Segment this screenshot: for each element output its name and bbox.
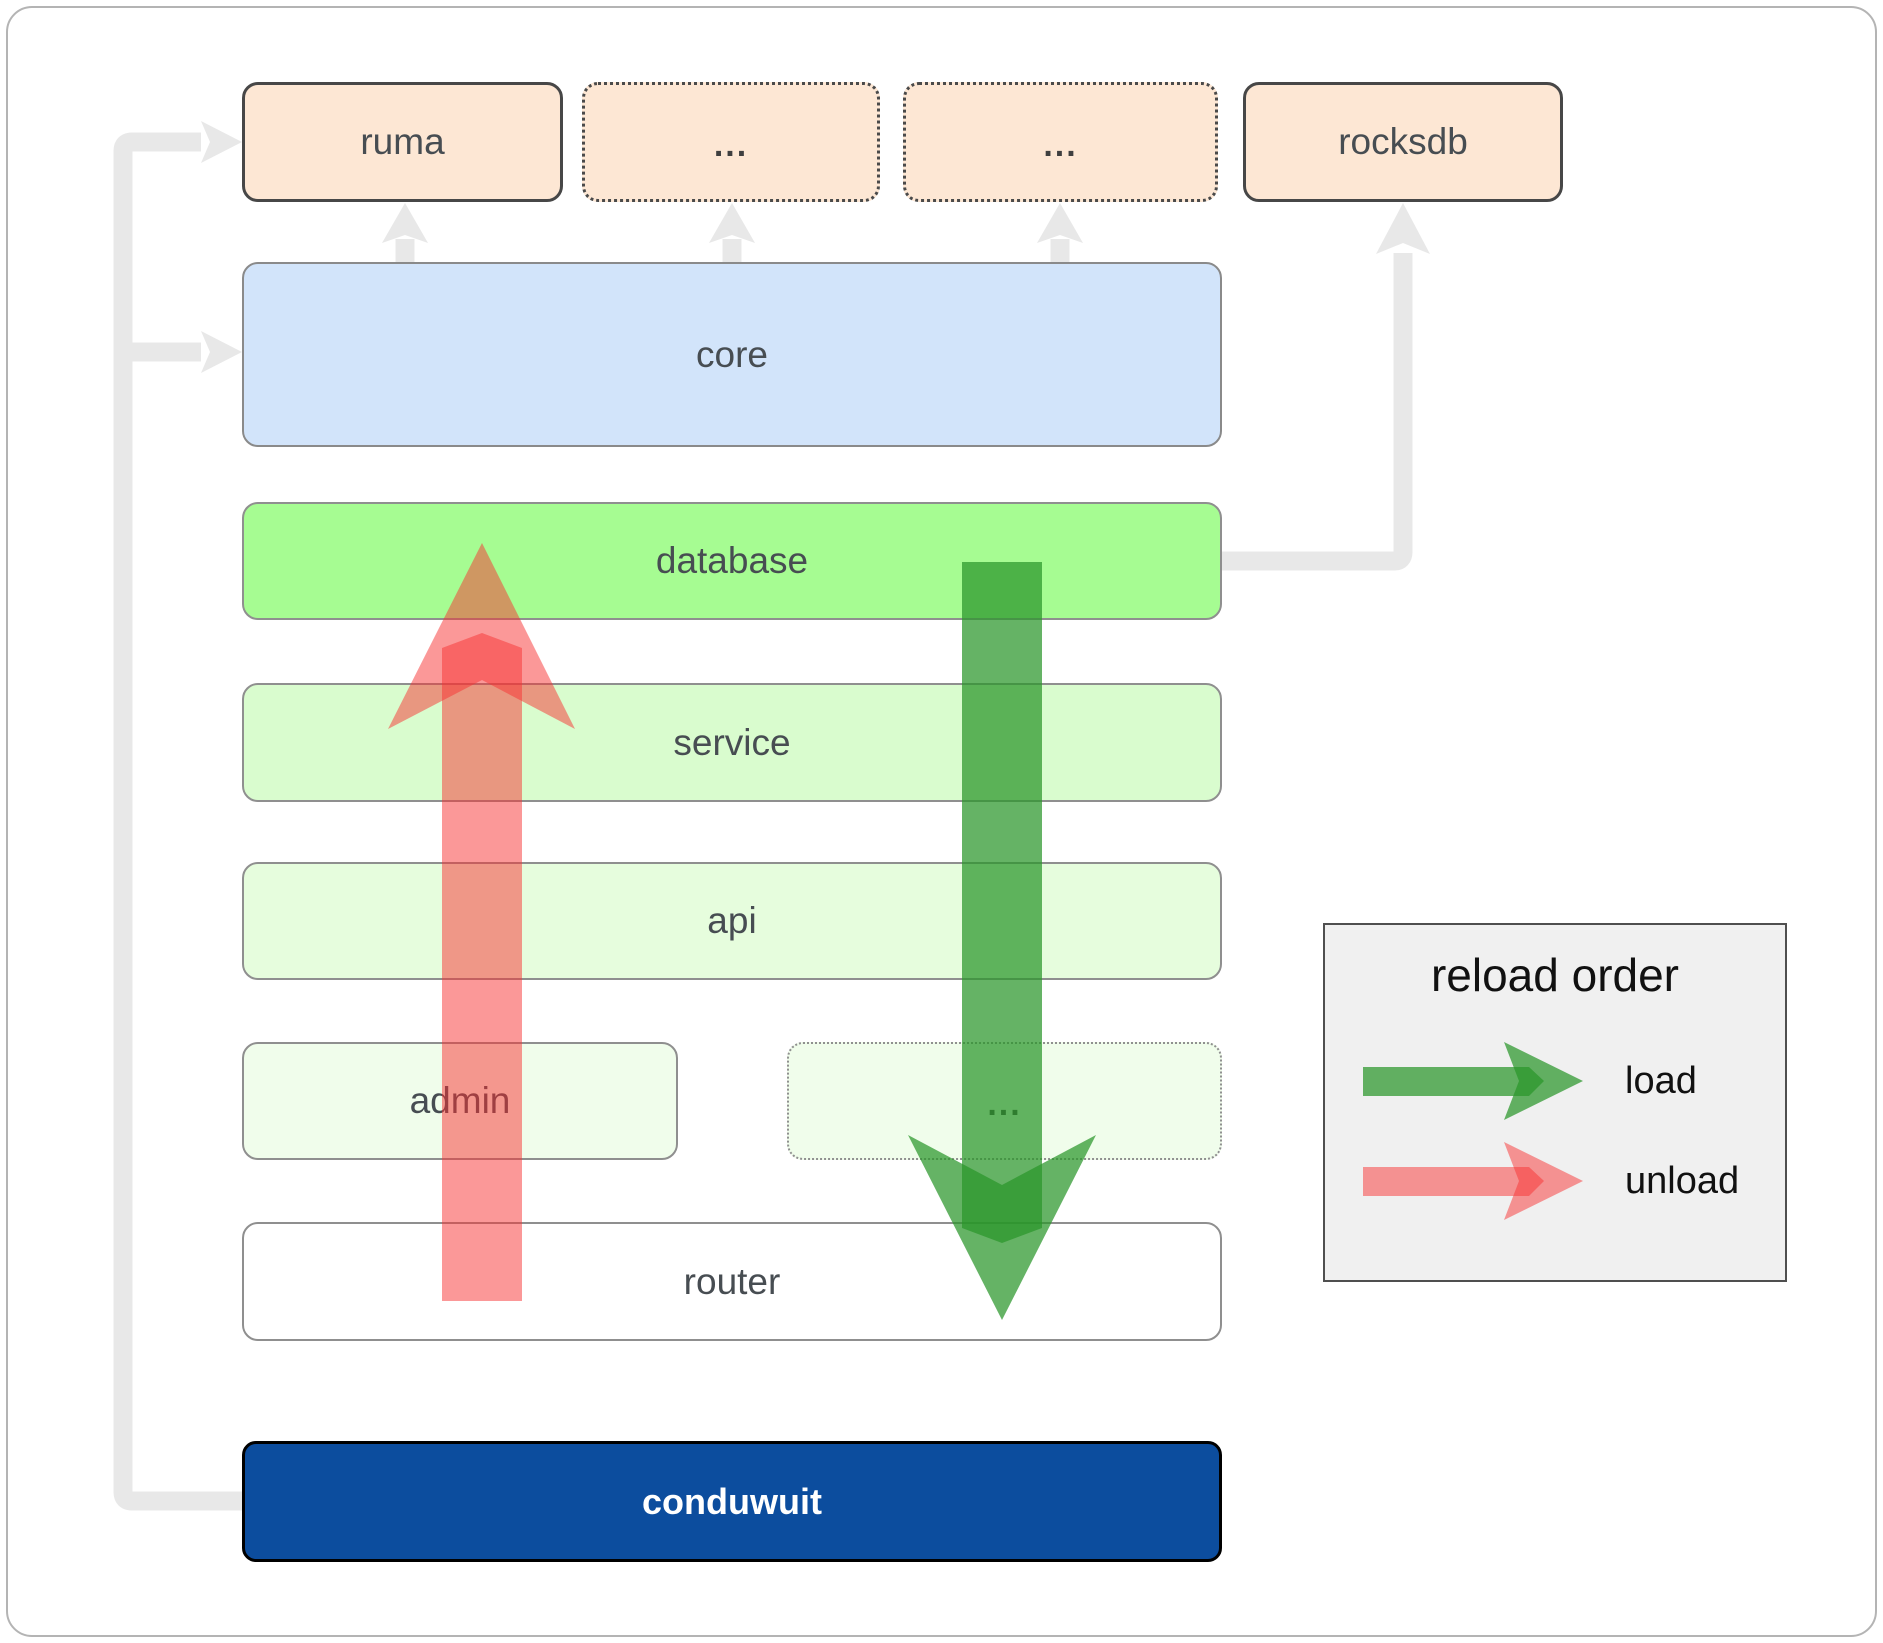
legend-load-label: load	[1625, 1060, 1697, 1102]
legend-title: reload order	[1430, 949, 1680, 1001]
outer-frame	[6, 6, 1877, 1637]
legend-unload-label: unload	[1625, 1160, 1740, 1202]
